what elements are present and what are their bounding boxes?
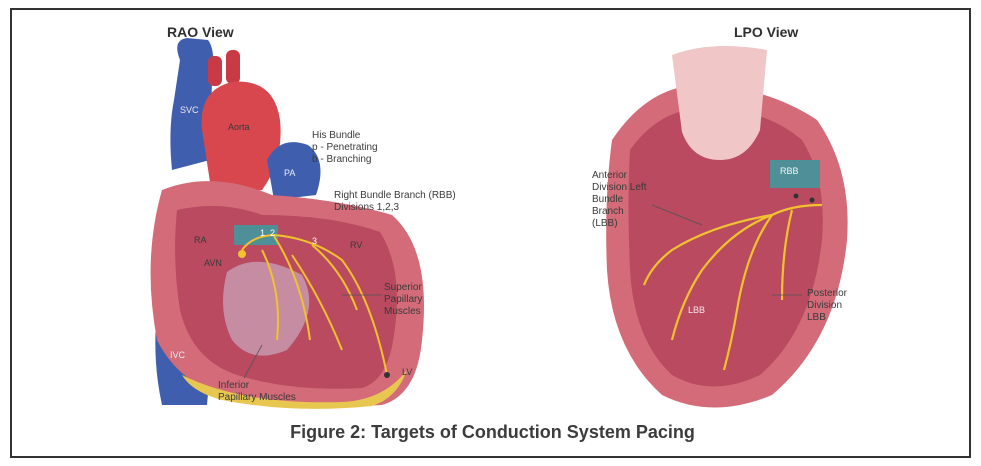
anterior-division-line2: Division Left — [592, 182, 646, 194]
heart-diagram — [12, 10, 973, 460]
superior-papillary-line3: Muscles — [384, 306, 421, 318]
lpo-rbb-label: RBB — [780, 166, 799, 176]
anterior-division-line1: Anterior — [592, 170, 627, 182]
his-bundle-branching: b - Branching — [312, 154, 371, 166]
posterior-division-line3: LBB — [807, 312, 826, 324]
inferior-papillary-line2: Papillary Muscles — [218, 392, 296, 404]
avn-label: AVN — [204, 258, 222, 268]
inferior-papillary-line1: Inferior — [218, 380, 249, 392]
superior-papillary-line1: Superior — [384, 282, 422, 294]
ivc-label: IVC — [170, 350, 185, 360]
posterior-division-line2: Division — [807, 300, 842, 312]
his-bundle-title: His Bundle — [312, 130, 360, 142]
lpo-heart — [606, 46, 847, 408]
his-marker-2: 2 — [270, 228, 275, 238]
lv-marker — [384, 372, 390, 378]
lpo-lbb-label: LBB — [688, 305, 705, 315]
anterior-division-line4: Branch — [592, 206, 624, 218]
posterior-division-line1: Posterior — [807, 288, 847, 300]
lpo-his-dot-p — [794, 194, 799, 199]
aorta-label: Aorta — [228, 122, 250, 132]
rao-view-title: RAO View — [167, 24, 234, 40]
aortic-branch-1 — [208, 56, 222, 86]
rv-label: RV — [350, 240, 362, 250]
superior-papillary-line2: Papillary — [384, 294, 422, 306]
figure-caption: Figure 2: Targets of Conduction System P… — [12, 422, 973, 443]
rbb-label-line2: Divisions 1,2,3 — [334, 202, 399, 214]
figure-frame: RAO View SVC Aorta PA RA AVN RV IVC LV 1… — [10, 8, 971, 458]
his-marker-1: 1 — [260, 228, 265, 238]
ra-label: RA — [194, 235, 207, 245]
rbb-label-line1: Right Bundle Branch (RBB) — [334, 190, 456, 202]
lpo-view-title: LPO View — [734, 24, 798, 40]
anterior-division-line3: Bundle — [592, 194, 623, 206]
his-bundle-penetrating: p - Penetrating — [312, 142, 378, 154]
pa-label: PA — [284, 168, 295, 178]
rao-heart — [151, 38, 424, 409]
lpo-his-dot-b — [810, 198, 815, 203]
aorta-vessel — [202, 82, 281, 195]
his-marker-3: 3 — [312, 236, 317, 246]
svc-label: SVC — [180, 105, 199, 115]
avn-node — [238, 250, 246, 258]
anterior-division-line5: (LBB) — [592, 218, 618, 230]
aortic-branch-2 — [226, 50, 240, 84]
lv-label: LV — [402, 367, 412, 377]
